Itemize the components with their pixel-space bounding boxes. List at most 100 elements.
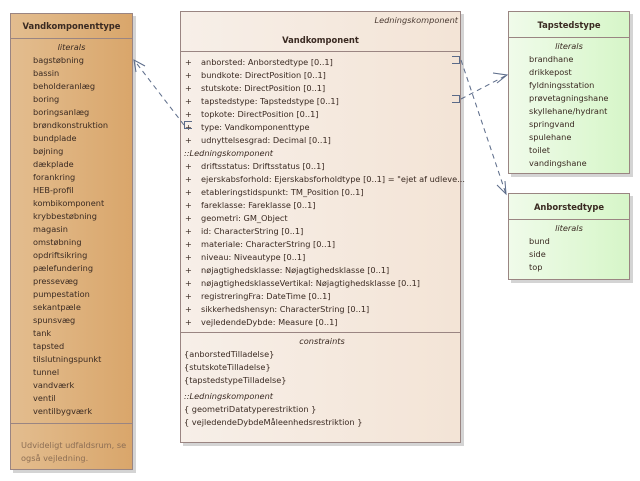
inherited-constraints-list: { geometriDatatyperestriktion }{ vejlede…	[184, 403, 460, 429]
class-title: Vandkomponent	[181, 12, 460, 52]
literal-item: bagstøbning	[33, 55, 84, 65]
attribute-text: nøjagtighedsklasseVertikal: Nøjagtigheds…	[201, 278, 420, 288]
literal-item: tunnel	[33, 367, 60, 377]
attribute-text: niveau: Niveautype [0..1]	[201, 252, 306, 262]
attribute-row[interactable]: +fareklasse: Fareklasse [0..1]	[181, 199, 460, 212]
attributes-section: +anborsted: Anborstedtype [0..1]+bundkot…	[181, 52, 460, 147]
literal-item: springvand	[529, 119, 575, 129]
attribute-text: etableringstidspunkt: TM_Position [0..1]	[201, 187, 364, 197]
literal-item: toilet	[529, 145, 551, 155]
class-stereotype: Ledningskomponent	[374, 15, 458, 25]
attribute-row[interactable]: +tapstedstype: Tapstedstype [0..1]	[181, 95, 460, 108]
association-end-tapstedstype	[452, 95, 460, 103]
visibility-public-icon: +	[185, 187, 192, 197]
attribute-text: materiale: CharacterString [0..1]	[201, 239, 336, 249]
attribute-row[interactable]: +driftsstatus: Driftsstatus [0..1]	[181, 160, 460, 173]
attribute-row[interactable]: +ejerskabsforhold: Ejerskabsforholdtype …	[181, 173, 465, 186]
literal-item: fyldningsstation	[529, 80, 595, 90]
attribute-text: stutskote: DirectPosition [0..1]	[201, 83, 326, 93]
literal-item: top	[529, 262, 543, 272]
literal-item: kombikomponent	[33, 198, 105, 208]
literal-item: HEB-profil	[33, 185, 74, 195]
literal-item: side	[529, 249, 546, 259]
visibility-public-icon: +	[185, 57, 192, 67]
literal-item: prøvetagningshane	[529, 93, 609, 103]
literal-item: brøndkonstruktion	[33, 120, 109, 130]
constraints-label: constraints	[299, 336, 345, 346]
attribute-text: topkote: DirectPosition [0..1]	[201, 109, 319, 119]
literal-item: omstøbning	[33, 237, 82, 247]
attribute-text: sikkerhedshensyn: CharacterString [0..1]	[201, 304, 370, 314]
attribute-row[interactable]: +materiale: CharacterString [0..1]	[181, 238, 460, 251]
constraint-item: {anborstedTilladelse}	[184, 349, 275, 359]
attribute-row[interactable]: +registreringFra: DateTime [0..1]	[181, 290, 460, 303]
constraint-item: {stutskoteTilladelse}	[184, 362, 271, 372]
attribute-row[interactable]: + nøjagtighedsklasseVertikal: Nøjagtighed…	[181, 277, 460, 290]
literal-item: ventil	[33, 393, 56, 403]
literals-label: literals	[57, 42, 86, 52]
inherited-attributes-label: ::Ledningskomponent	[184, 148, 273, 158]
attribute-row[interactable]: +stutskote: DirectPosition [0..1]	[181, 82, 460, 95]
attribute-text: fareklasse: Fareklasse [0..1]	[201, 200, 316, 210]
constraint-item: { vejledendeDybdeMåleenhedsrestriktion }	[184, 417, 363, 427]
attribute-row[interactable]: + bundkote: DirectPosition [0..1]	[181, 69, 460, 82]
association-end-type	[184, 121, 192, 129]
visibility-public-icon: +	[185, 174, 192, 184]
attribute-row[interactable]: +vejledendeDybde: Measure [0..1]	[181, 316, 460, 329]
attribute-row[interactable]: +id: CharacterString [0..1]	[181, 225, 460, 238]
connector-type-to-vandkomponenttype[interactable]	[133, 59, 185, 126]
attribute-row[interactable]: +nøjagtighedsklasse: Nøjagtighedsklasse …	[181, 264, 460, 277]
attribute-row[interactable]: + type: Vandkomponenttype	[181, 121, 460, 134]
visibility-public-icon: +	[185, 278, 192, 288]
arrowhead-vandkomponenttype	[133, 59, 146, 73]
constraints-list: {anborstedTilladelse} {stutskoteTilladels…	[184, 348, 460, 387]
visibility-public-icon: +	[185, 122, 192, 132]
attribute-row[interactable]: +topkote: DirectPosition [0..1]	[181, 108, 460, 121]
literal-item: bassin	[33, 68, 60, 78]
literals-label: literals	[555, 41, 583, 51]
enum-vandkomponenttype[interactable]: Vandkomponenttype literals bagstøbning ba…	[10, 13, 133, 470]
attribute-text: udnyttelsesgrad: Decimal [0..1]	[201, 135, 331, 145]
attribute-row[interactable]: + geometri: GM_Object	[181, 212, 460, 225]
enum-title: Vandkomponenttype	[11, 14, 132, 39]
attribute-row[interactable]: + udnyttelsesgrad: Decimal [0..1]	[181, 134, 460, 147]
literal-item: vandværk	[33, 380, 75, 390]
visibility-public-icon: +	[185, 317, 192, 327]
constraints-section: constraints {anborstedTilladelse} {stutsk…	[181, 335, 460, 429]
association-end-anborsted	[452, 56, 460, 64]
literal-item: dækplade	[33, 159, 74, 169]
attribute-text: geometri: GM_Object	[201, 213, 288, 223]
visibility-public-icon: +	[185, 213, 192, 223]
attribute-row[interactable]: + etableringstidspunkt: TM_Position [0..1…	[181, 186, 460, 199]
literal-item: tank	[33, 328, 52, 338]
attribute-text: tapstedstype: Tapstedstype [0..1]	[201, 96, 339, 106]
connector-anborsted-to-anborstedtype[interactable]	[460, 59, 507, 195]
inherited-constraints-label: ::Ledningskomponent	[184, 391, 273, 401]
literal-item: forankring	[33, 172, 76, 182]
literal-item: opdriftsikring	[33, 250, 88, 260]
attribute-text: bundkote: DirectPosition [0..1]	[201, 70, 326, 80]
visibility-public-icon: +	[185, 304, 192, 314]
attribute-text: type: Vandkomponenttype	[201, 122, 310, 132]
literal-item: boring	[33, 94, 60, 104]
literal-item: bøjning	[33, 146, 64, 156]
literal-item: boringsanlæg	[33, 107, 90, 117]
visibility-public-icon: +	[185, 70, 192, 80]
attribute-row[interactable]: +niveau: Niveautype [0..1]	[181, 251, 460, 264]
class-vandkomponent[interactable]: Ledningskomponent Vandkomponent +anborst…	[180, 11, 465, 443]
visibility-public-icon: +	[185, 135, 192, 145]
attribute-row[interactable]: + sikkerhedshensyn: CharacterString [0..1…	[181, 303, 460, 316]
attribute-row[interactable]: +anborsted: Anborstedtype [0..1]	[181, 56, 460, 69]
literal-item: tilslutningspunkt	[33, 354, 102, 364]
connector-tapstedstype-to-tapstedstype[interactable]	[460, 74, 508, 100]
visibility-public-icon: +	[185, 291, 192, 301]
literal-item: bundplade	[33, 133, 77, 143]
literal-item: magasin	[33, 224, 68, 234]
literal-item: pressevæg	[33, 276, 79, 286]
attribute-text: driftsstatus: Driftsstatus [0..1]	[201, 161, 325, 171]
